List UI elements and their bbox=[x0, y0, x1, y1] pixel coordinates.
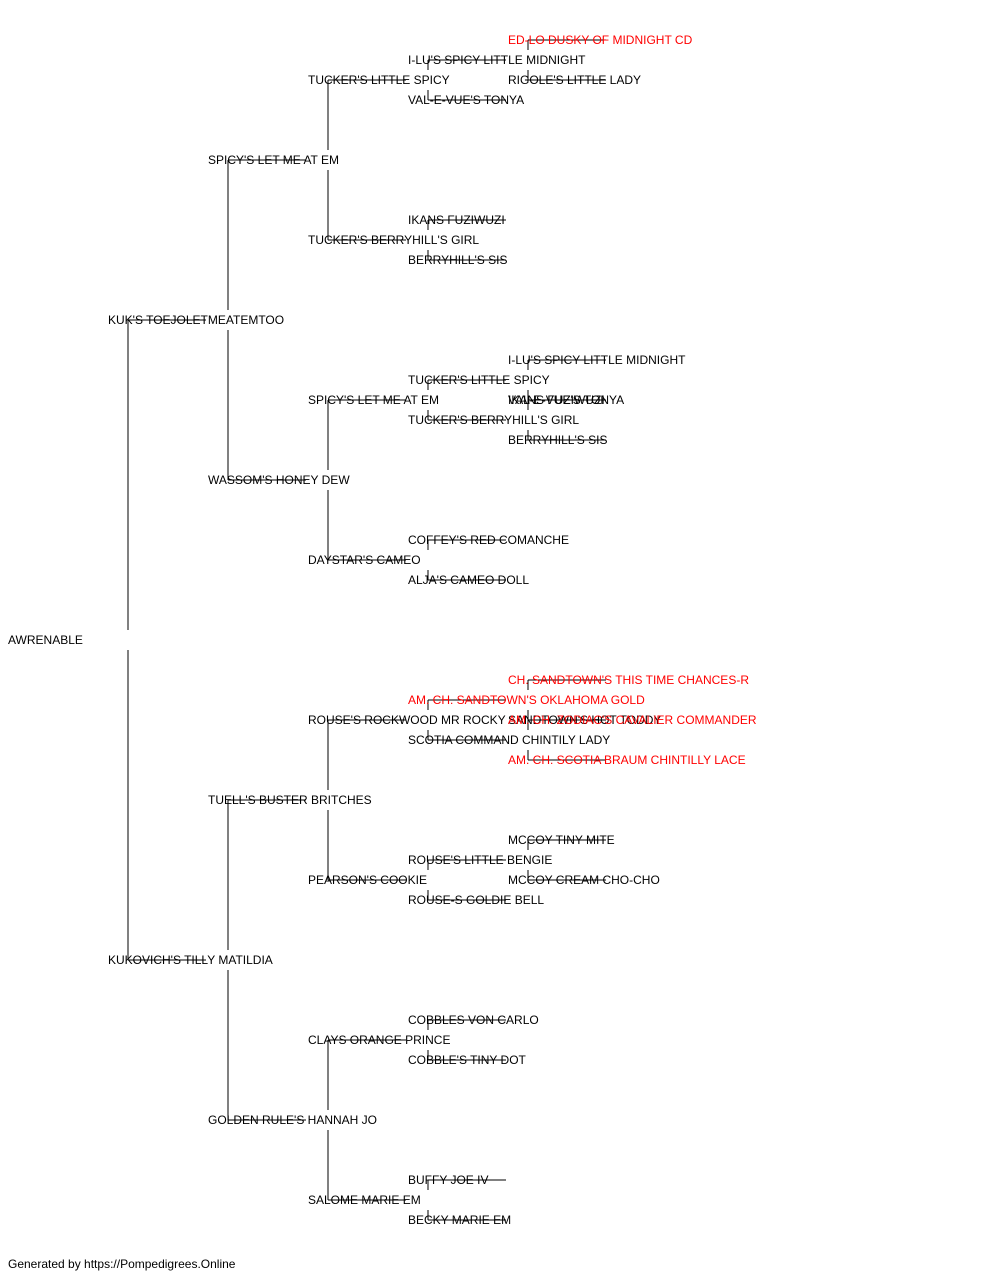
pedigree-node-becky-marie-em: BECKY MARIE EM bbox=[408, 1213, 511, 1227]
pedigree-node-am-ch-sandtown-s-oklahoma-gold: AM. CH. SANDTOWN'S OKLAHOMA GOLD bbox=[408, 693, 645, 707]
pedigree-node-rouse-s-rockwood-mr-rocky: ROUSE'S ROCKWOOD MR ROCKY bbox=[308, 713, 506, 727]
pedigree-node-spicy-s-let-me-at-em: SPICY'S LET ME AT EM bbox=[308, 393, 439, 407]
pedigree-node-tucker-s-berryhill-s-girl: TUCKER'S BERRYHILL'S GIRL bbox=[408, 413, 579, 427]
pedigree-node-clays-orange-prince: CLAYS ORANGE PRINCE bbox=[308, 1033, 450, 1047]
pedigree-node-tucker-s-little-spicy: TUCKER'S LITTLE SPICY bbox=[308, 73, 450, 87]
pedigree-node-mccoy-cream-cho-cho: MCCOY CREAM CHO-CHO bbox=[508, 873, 660, 887]
pedigree-node-berryhill-s-sis: BERRYHILL'S SIS bbox=[508, 433, 607, 447]
pedigree-node-rouse-s-goldie-bell: ROUSE-S GOLDIE BELL bbox=[408, 893, 544, 907]
pedigree-node-cobble-s-tiny-dot: COBBLE'S TINY DOT bbox=[408, 1053, 527, 1067]
pedigree-node-i-lu-s-spicy-little-midnight: I-LU'S SPICY LITTLE MIDNIGHT bbox=[508, 353, 686, 367]
pedigree-node-berryhill-s-sis: BERRYHILL'S SIS bbox=[408, 253, 507, 267]
pedigree-node-i-lu-s-spicy-little-midnight: I-LU'S SPICY LITTLE MIDNIGHT bbox=[408, 53, 586, 67]
footer-credit: Generated by https://Pompedigrees.Online bbox=[8, 1257, 236, 1271]
pedigree-node-val-e-vue-s-tonya: VAL-E-VUE'S TONYA bbox=[408, 93, 524, 107]
pedigree-node-rouse-s-little-bengie: ROUSE'S LITTLE BENGIE bbox=[408, 853, 552, 867]
pedigree-node-daystar-s-cameo: DAYSTAR'S CAMEO bbox=[308, 553, 421, 567]
pedigree-node-cobbles-von-carlo: COBBLES VON CARLO bbox=[408, 1013, 539, 1027]
pedigree-node-am-ch-zodiac-s-cavalier-commander: AM. CH. ZODIAC'S CAVALIER COMMANDER bbox=[508, 713, 757, 727]
pedigree-node-salome-marie-em: SALOME MARIE EM bbox=[308, 1193, 421, 1207]
pedigree-node-ikans-fuziwuzi: IKANS FUZIWUZI bbox=[408, 213, 505, 227]
pedigree-node-alja-s-cameo-doll: ALJA'S CAMEO DOLL bbox=[408, 573, 529, 587]
pedigree-node-ch-sandtown-s-this-time-chances-r: CH. SANDTOWN'S THIS TIME CHANCES-R bbox=[508, 673, 749, 687]
pedigree-node-golden-rule-s-hannah-jo: GOLDEN RULE'S HANNAH JO bbox=[208, 1113, 377, 1127]
pedigree-node-scotia-command-chintily-lady: SCOTIA COMMAND CHINTILY LADY bbox=[408, 733, 610, 747]
pedigree-node-mccoy-tiny-mite: MCCOY TINY MITE bbox=[508, 833, 615, 847]
pedigree-node-ed-lo-dusky-of-midnight-cd: ED-LO DUSKY OF MIDNIGHT CD bbox=[508, 33, 693, 47]
pedigree-node-coffey-s-red-comanche: COFFEY'S RED COMANCHE bbox=[408, 533, 569, 547]
pedigree-node-buffy-joe-iv: BUFFY JOE IV bbox=[408, 1173, 488, 1187]
pedigree-node-tucker-s-little-spicy: TUCKER'S LITTLE SPICY bbox=[408, 373, 550, 387]
pedigree-node-rigole-s-little-lady: RIGOLE'S LITTLE LADY bbox=[508, 73, 641, 87]
pedigree-node-am-ch-scotia-braum-chintilly-lace: AM. CH. SCOTIA BRAUM CHINTILLY LACE bbox=[508, 753, 746, 767]
pedigree-node-tucker-s-berryhill-s-girl: TUCKER'S BERRYHILL'S GIRL bbox=[308, 233, 479, 247]
pedigree-node-kukovich-s-tilly-matildia: KUKOVICH'S TILLY MATILDIA bbox=[108, 953, 273, 967]
pedigree-node-wassom-s-honey-dew: WASSOM'S HONEY DEW bbox=[208, 473, 350, 487]
pedigree-node-kuk-s-toejoletmeatemtoo: KUK'S TOEJOLETMEATEMTOO bbox=[108, 313, 284, 327]
pedigree-node-spicy-s-let-me-at-em: SPICY'S LET ME AT EM bbox=[208, 153, 339, 167]
pedigree-node-pearson-s-cookie: PEARSON'S COOKIE bbox=[308, 873, 427, 887]
pedigree-node-ikans-fuziwuzi: IKANS FUZIWUZI bbox=[508, 393, 605, 407]
pedigree-node-tuell-s-buster-britches: TUELL'S BUSTER BRITCHES bbox=[208, 793, 372, 807]
pedigree-node-awrenable: AWRENABLE bbox=[8, 633, 83, 647]
